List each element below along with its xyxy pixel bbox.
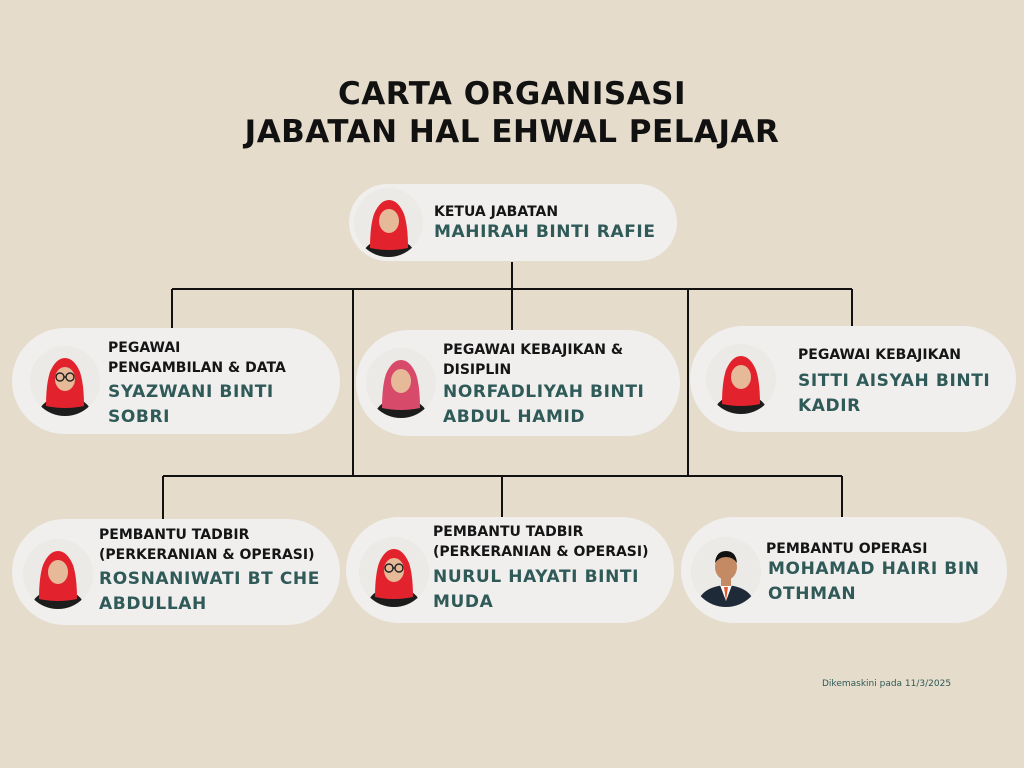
updated-date-note: Dikemaskini pada 11/3/2025 bbox=[822, 679, 952, 689]
officer-3-role-line-1: PEGAWAI KEBAJIKAN bbox=[798, 347, 961, 363]
card-pembantu-tadbir-1: PEMBANTU TADBIR (PERKERANIAN & OPERASI) … bbox=[12, 519, 340, 625]
officer-1-role-line-1: PEGAWAI bbox=[108, 340, 181, 356]
officer-1-name-line-1: SYAZWANI BINTI bbox=[108, 382, 274, 402]
person-man-suit-photo bbox=[691, 537, 761, 607]
officer-3-name-line-1: SITTI AISYAH BINTI bbox=[798, 371, 991, 391]
card-pegawai-kebajikan-disiplin: PEGAWAI KEBAJIKAN & DISIPLIN NORFADLIYAH… bbox=[356, 330, 680, 436]
assistant-2-name-line-2: MUDA bbox=[433, 592, 494, 612]
person-hijab-photo bbox=[354, 188, 423, 257]
card-pembantu-tadbir-2: PEMBANTU TADBIR (PERKERANIAN & OPERASI) … bbox=[346, 517, 674, 623]
officer-2-role-line-1: PEGAWAI KEBAJIKAN & bbox=[443, 342, 624, 358]
assistant-1-name-line-2: ABDULLAH bbox=[99, 594, 207, 614]
person-hijab-glasses-photo bbox=[359, 537, 429, 607]
card-pegawai-kebajikan: PEGAWAI KEBAJIKAN SITTI AISYAH BINTI KAD… bbox=[690, 326, 1016, 432]
assistant-3-role-line-1: PEMBANTU OPERASI bbox=[766, 541, 928, 557]
head-name: MAHIRAH BINTI RAFIE bbox=[434, 222, 656, 242]
officer-2-name-line-1: NORFADLIYAH BINTI bbox=[443, 382, 645, 402]
card-pembantu-operasi: PEMBANTU OPERASI MOHAMAD HAIRI BIN OTHMA… bbox=[681, 517, 1007, 623]
chart-title-line-2: JABATAN HAL EHWAL PELAJAR bbox=[244, 114, 780, 150]
assistant-3-name-line-1: MOHAMAD HAIRI BIN bbox=[768, 559, 980, 579]
assistant-1-name-line-1: ROSNANIWATI BT CHE bbox=[99, 569, 320, 589]
assistant-1-role-line-1: PEMBANTU TADBIR bbox=[99, 527, 250, 543]
assistant-2-name-line-1: NURUL HAYATI BINTI bbox=[433, 567, 640, 587]
officer-3-name-line-2: KADIR bbox=[798, 396, 861, 416]
person-hijab-photo bbox=[706, 344, 776, 414]
person-hijab-photo bbox=[23, 539, 93, 609]
card-pegawai-pengambilan: PEGAWAI PENGAMBILAN & DATA SYAZWANI BINT… bbox=[12, 328, 340, 434]
assistant-1-role-line-2: (PERKERANIAN & OPERASI) bbox=[99, 547, 315, 563]
assistant-3-name-line-2: OTHMAN bbox=[768, 584, 857, 604]
officer-1-name-line-2: SOBRI bbox=[108, 407, 171, 427]
assistant-2-role-line-2: (PERKERANIAN & OPERASI) bbox=[433, 544, 649, 560]
head-role: KETUA JABATAN bbox=[434, 204, 559, 220]
person-hijab-glasses-photo bbox=[30, 346, 100, 416]
card-ketua-jabatan: KETUA JABATAN MAHIRAH BINTI RAFIE bbox=[349, 184, 677, 261]
officer-2-name-line-2: ABDUL HAMID bbox=[443, 407, 586, 427]
officer-1-role-line-2: PENGAMBILAN & DATA bbox=[108, 360, 286, 376]
chart-title-line-1: CARTA ORGANISASI bbox=[337, 76, 687, 112]
officer-2-role-line-2: DISIPLIN bbox=[443, 362, 512, 378]
person-hijab-photo bbox=[366, 348, 436, 418]
assistant-2-role-line-1: PEMBANTU TADBIR bbox=[433, 524, 584, 540]
